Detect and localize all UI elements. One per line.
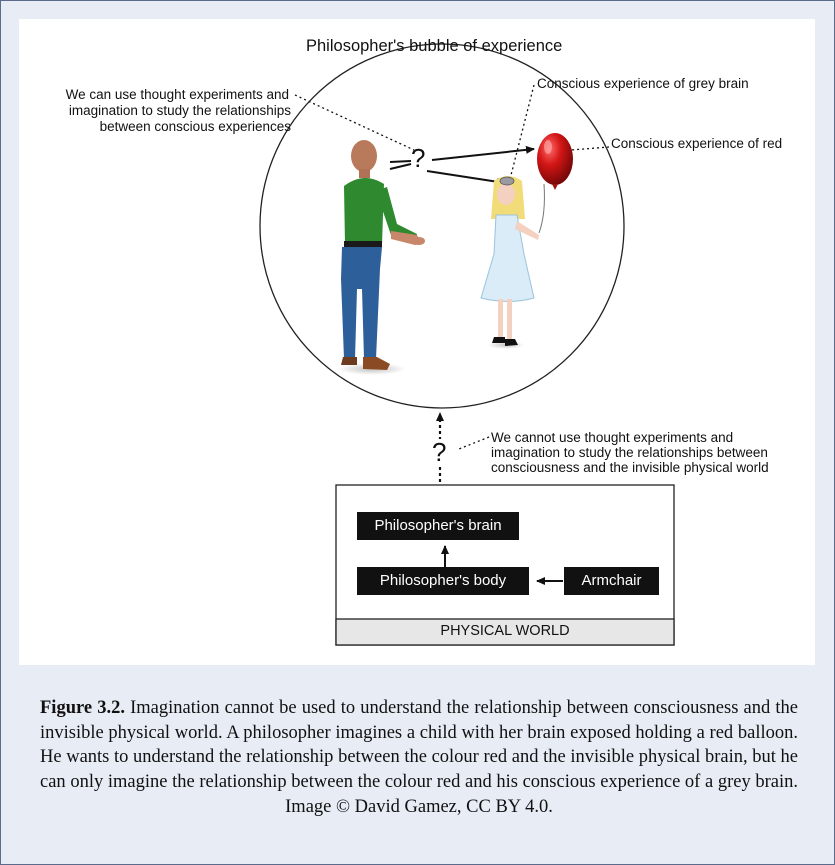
arrow-to-child [426, 170, 506, 186]
figure-panel: Philosopher's bubble of experience We ca… [19, 19, 815, 665]
cannot-note-line-1: We cannot use thought experiments and [491, 430, 734, 445]
question-mark-lower: ? [432, 437, 447, 467]
red-balloon [537, 133, 573, 234]
thought-note-line-1: We can use thought experiments and [65, 87, 289, 102]
figure-caption: Figure 3.2. Imagination cannot be used t… [40, 696, 798, 820]
grey-brain-connector [509, 84, 535, 180]
question-mark-upper: ? [411, 143, 426, 173]
physical-world-label: PHYSICAL WORLD [440, 623, 570, 639]
arrow-head-link-2 [389, 163, 412, 170]
diagram-svg [259, 43, 675, 646]
grey-brain-label: Conscious experience of grey brain [537, 76, 749, 91]
arrow-head-link-1 [389, 160, 412, 163]
cannot-note-connector [458, 436, 490, 450]
thought-note-connector [294, 94, 415, 151]
caption-text: Imagination cannot be used to understand… [40, 698, 798, 817]
thought-note-line-3: between conscious experiences [99, 119, 291, 134]
philosophers-brain-box: Philosopher's brain [357, 512, 519, 540]
philosopher-figure [338, 140, 425, 375]
red-connector [545, 146, 610, 153]
philosophers-body-box: Philosopher's body [357, 567, 529, 595]
armchair-box: Armchair [564, 567, 659, 595]
arrow-to-balloon [431, 145, 535, 161]
caption-label: Figure 3.2. [40, 698, 125, 718]
red-label: Conscious experience of red [611, 136, 783, 151]
physical-world-bar [335, 618, 675, 646]
cannot-note-line-3: consciousness and the invisible physical… [491, 460, 769, 475]
physical-world-box [335, 484, 675, 646]
experience-bubble [259, 43, 625, 409]
cannot-note-line-2: imagination to study the relationships b… [491, 445, 768, 460]
bubble-title: Philosopher's bubble of experience [306, 37, 563, 55]
thought-note-line-2: imagination to study the relationships [68, 103, 291, 118]
child-figure [480, 176, 539, 349]
